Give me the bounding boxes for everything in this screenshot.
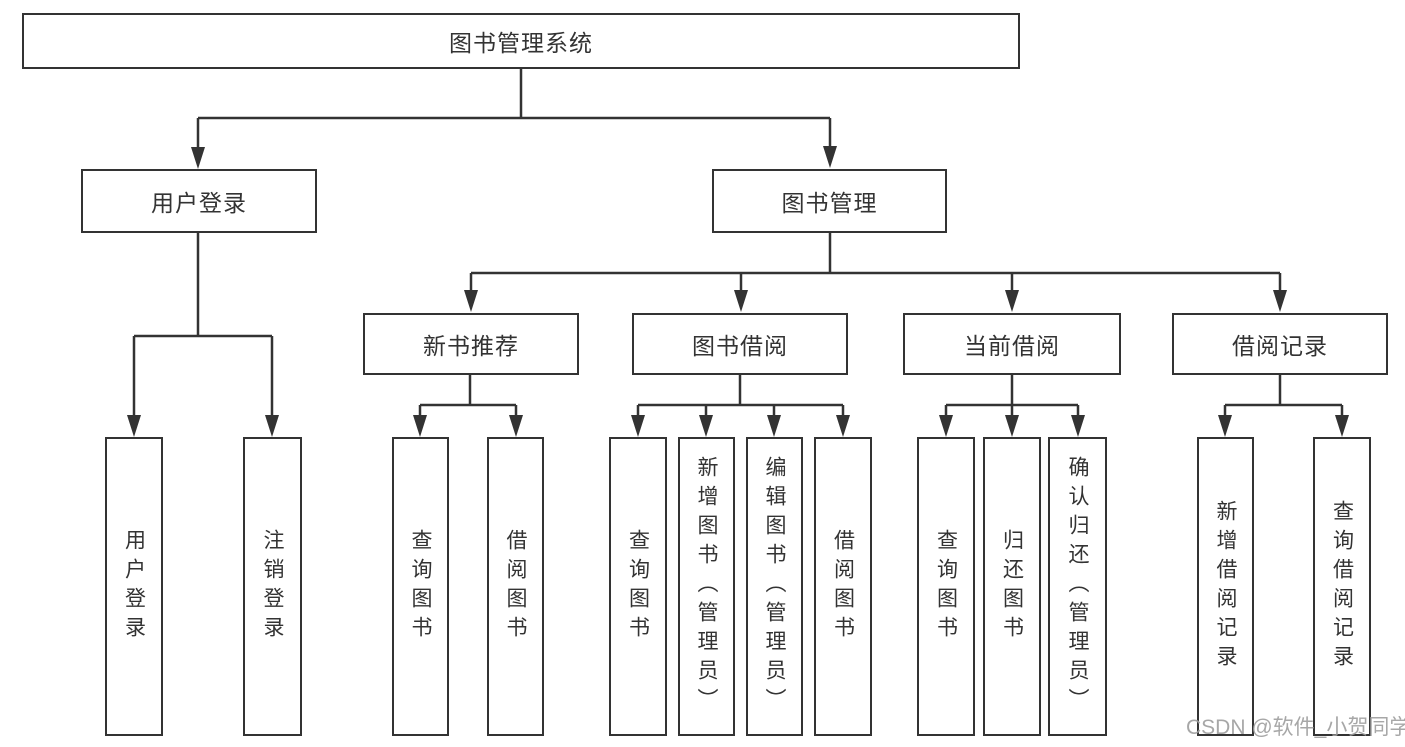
leaf-bb-add-books-admin: 新增图书（管理员）: [678, 437, 735, 736]
leaf-br-query-record: 查询借阅记录: [1313, 437, 1371, 736]
leaf-logout-label: 注销登录: [261, 528, 285, 645]
node-new-book-recommendation: 新书推荐: [363, 313, 579, 375]
node-root: 图书管理系统: [22, 13, 1020, 69]
leaf-user-login: 用户登录: [105, 437, 163, 736]
node-current-borrowing-label: 当前借阅: [964, 334, 1060, 359]
leaf-bb-edit-books-admin: 编辑图书（管理员）: [746, 437, 803, 736]
leaf-cb-confirm-return-admin: 确认归还（管理员）: [1048, 437, 1107, 736]
leaf-cb-return-books-label: 归还图书: [1000, 528, 1025, 645]
node-new-book-recommendation-label: 新书推荐: [423, 334, 519, 359]
leaf-nbr-borrow-books-label: 借阅图书: [504, 528, 528, 645]
leaf-br-add-record: 新增借阅记录: [1197, 437, 1254, 736]
leaf-user-login-label: 用户登录: [122, 528, 147, 645]
leaf-bb-edit-books-admin-label: 编辑图书（管理员）: [763, 456, 787, 717]
leaf-br-add-record-label: 新增借阅记录: [1214, 499, 1238, 674]
node-book-borrowing-label: 图书借阅: [692, 334, 788, 359]
leaf-cb-confirm-return-admin-label: 确认归还（管理员）: [1066, 456, 1090, 717]
leaf-nbr-query-books-label: 查询图书: [409, 528, 433, 645]
node-user-login: 用户登录: [81, 169, 317, 233]
node-root-label: 图书管理系统: [449, 31, 593, 56]
node-user-login-label: 用户登录: [151, 191, 247, 216]
leaf-bb-borrow-books: 借阅图书: [814, 437, 872, 736]
leaf-cb-query-books-label: 查询图书: [934, 528, 959, 645]
leaf-bb-add-books-admin-label: 新增图书（管理员）: [695, 456, 719, 717]
leaf-nbr-borrow-books: 借阅图书: [487, 437, 544, 736]
node-borrowing-records-label: 借阅记录: [1232, 334, 1328, 359]
node-book-management-label: 图书管理: [781, 191, 878, 216]
leaf-br-query-record-label: 查询借阅记录: [1330, 499, 1355, 674]
node-book-management: 图书管理: [712, 169, 947, 233]
leaf-cb-return-books: 归还图书: [983, 437, 1041, 736]
leaf-cb-query-books: 查询图书: [917, 437, 975, 736]
node-borrowing-records: 借阅记录: [1172, 313, 1388, 375]
leaf-bb-borrow-books-label: 借阅图书: [831, 528, 856, 645]
leaf-bb-query-books: 查询图书: [609, 437, 667, 736]
node-book-borrowing: 图书借阅: [632, 313, 848, 375]
leaf-logout: 注销登录: [243, 437, 302, 736]
leaf-bb-query-books-label: 查询图书: [626, 528, 651, 645]
node-current-borrowing: 当前借阅: [903, 313, 1121, 375]
leaf-nbr-query-books: 查询图书: [392, 437, 449, 736]
csdn-watermark: CSDN @软件_小贺同学: [1186, 716, 1405, 739]
